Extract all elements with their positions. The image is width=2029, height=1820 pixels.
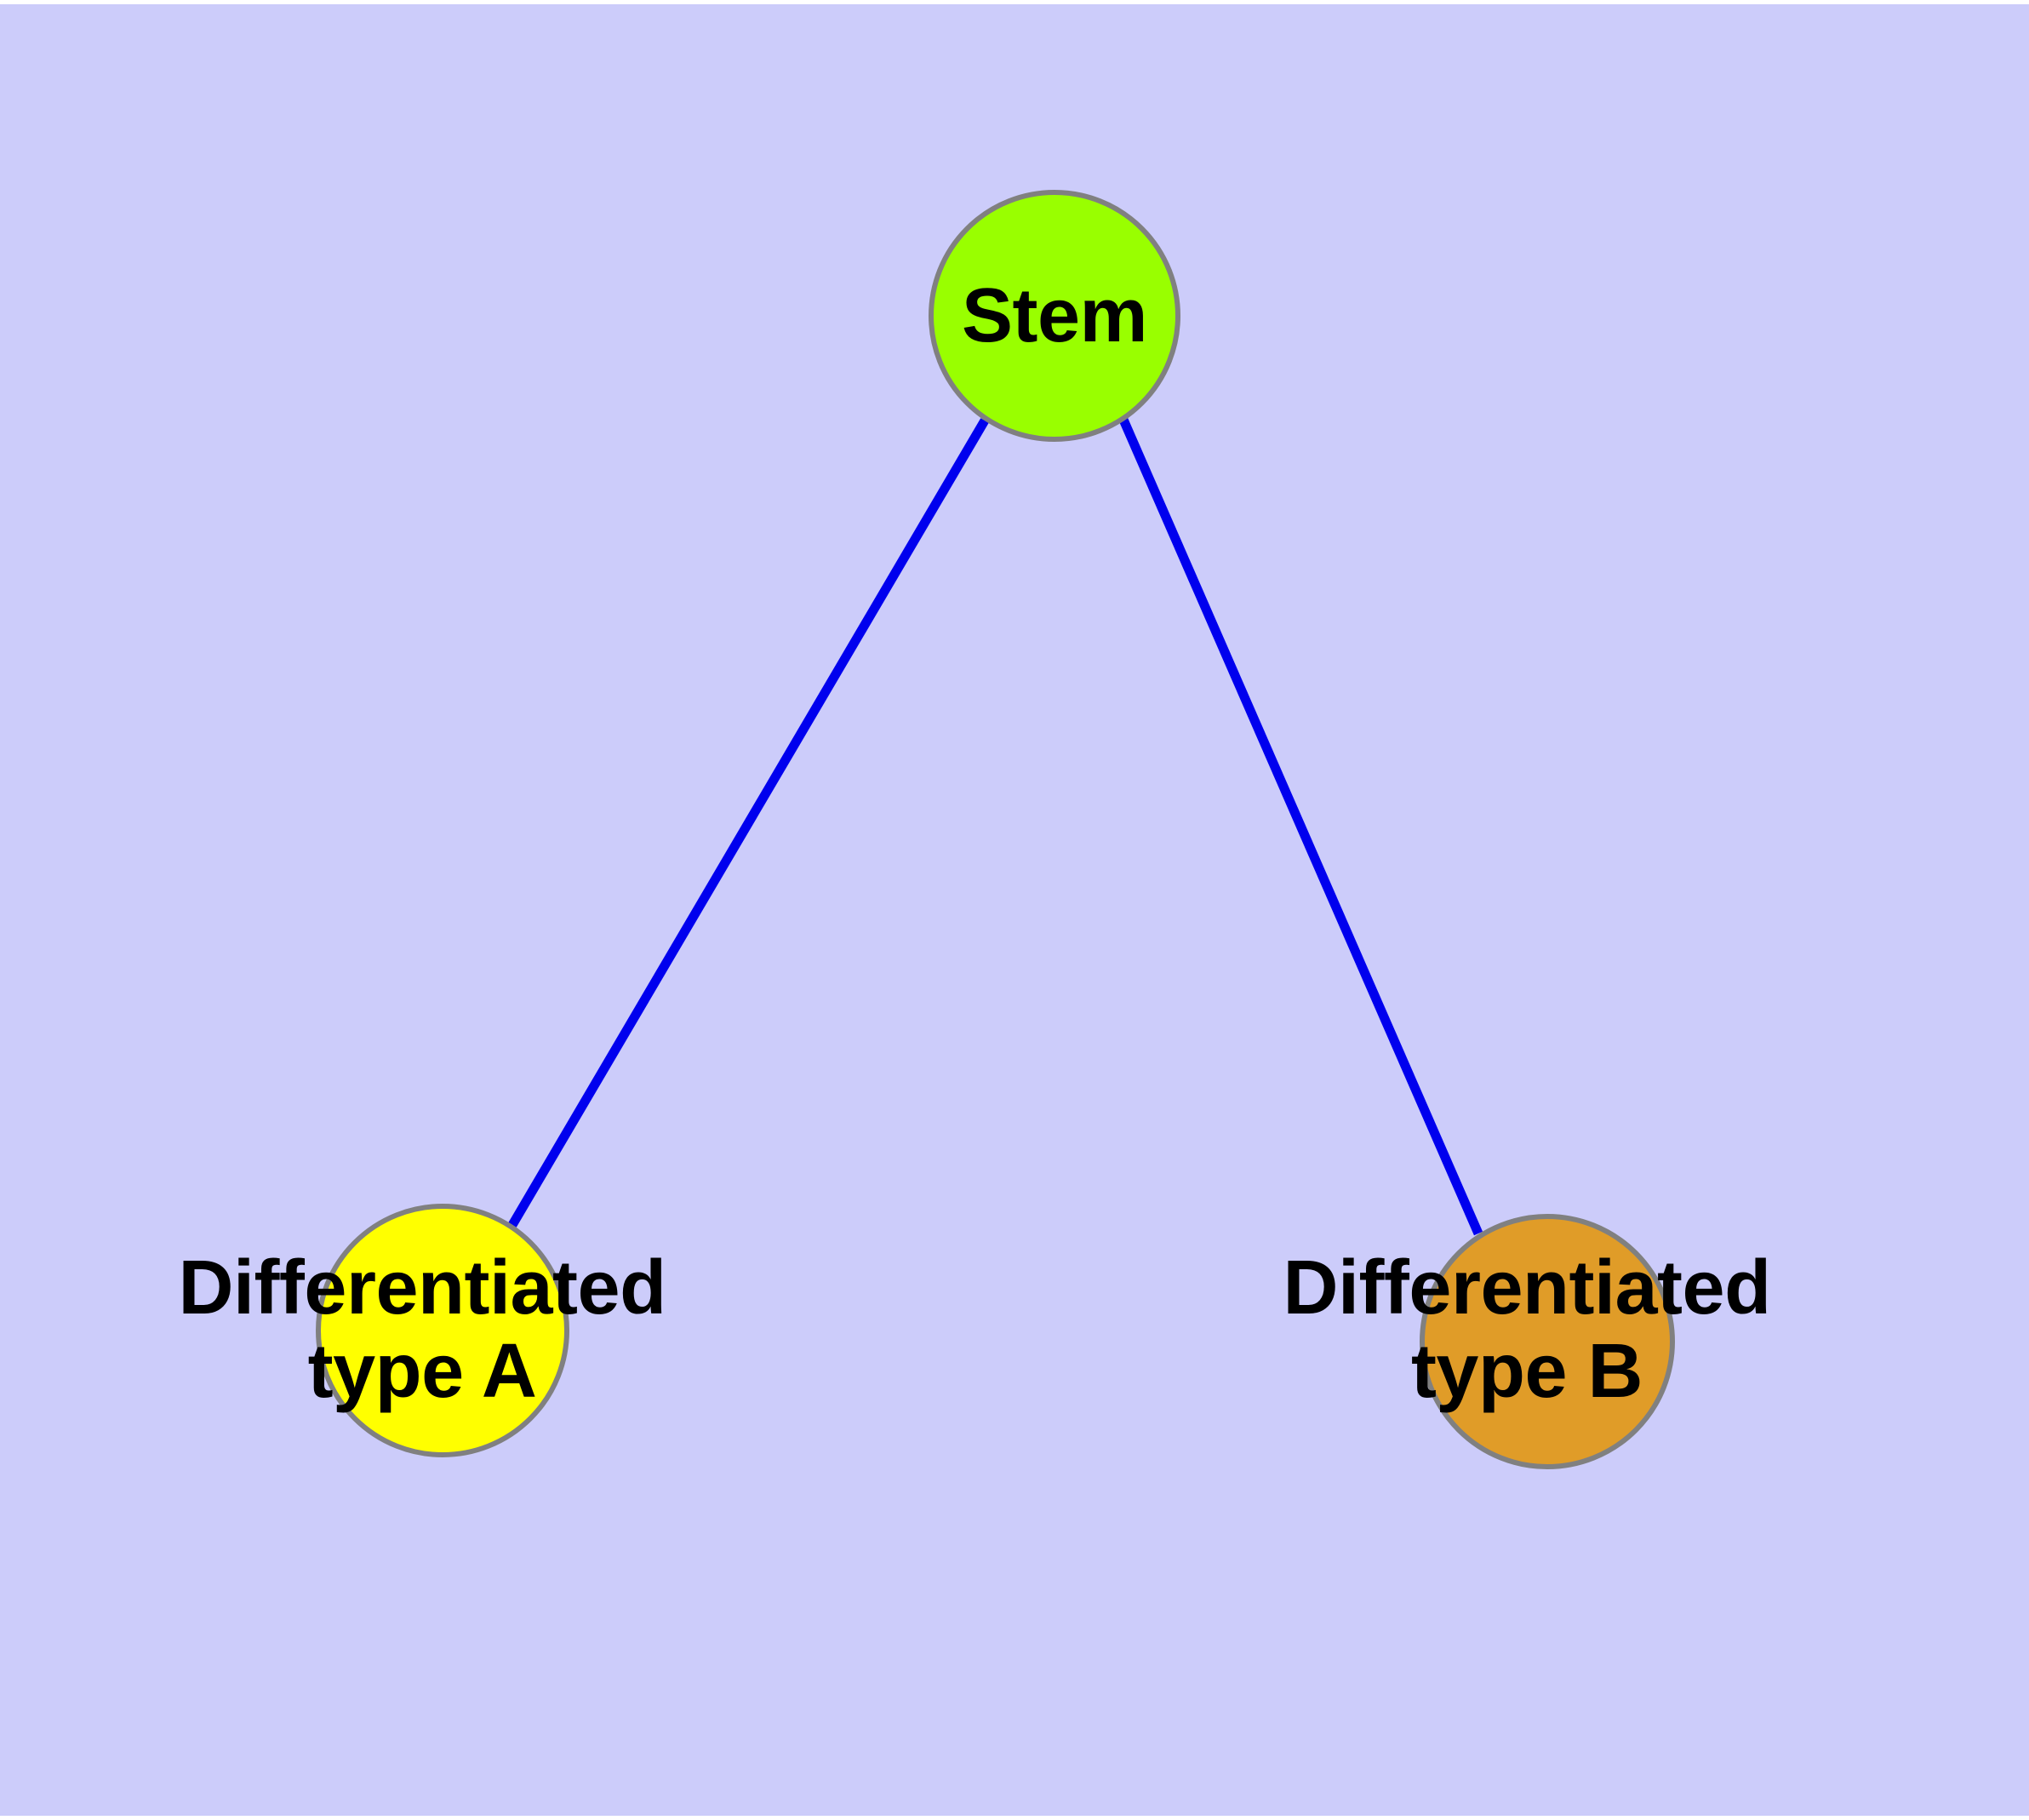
graph-node-diff_b[interactable]: [1420, 1214, 1675, 1469]
edges-layer: [508, 417, 1483, 1236]
graph-node-stem[interactable]: [929, 190, 1180, 442]
graph-edge-stem-diff_a[interactable]: [508, 418, 989, 1228]
graph-edge-stem-diff_b[interactable]: [1118, 417, 1483, 1236]
graph-node-diff_a[interactable]: [316, 1204, 569, 1457]
nodes-layer: [316, 190, 1675, 1469]
